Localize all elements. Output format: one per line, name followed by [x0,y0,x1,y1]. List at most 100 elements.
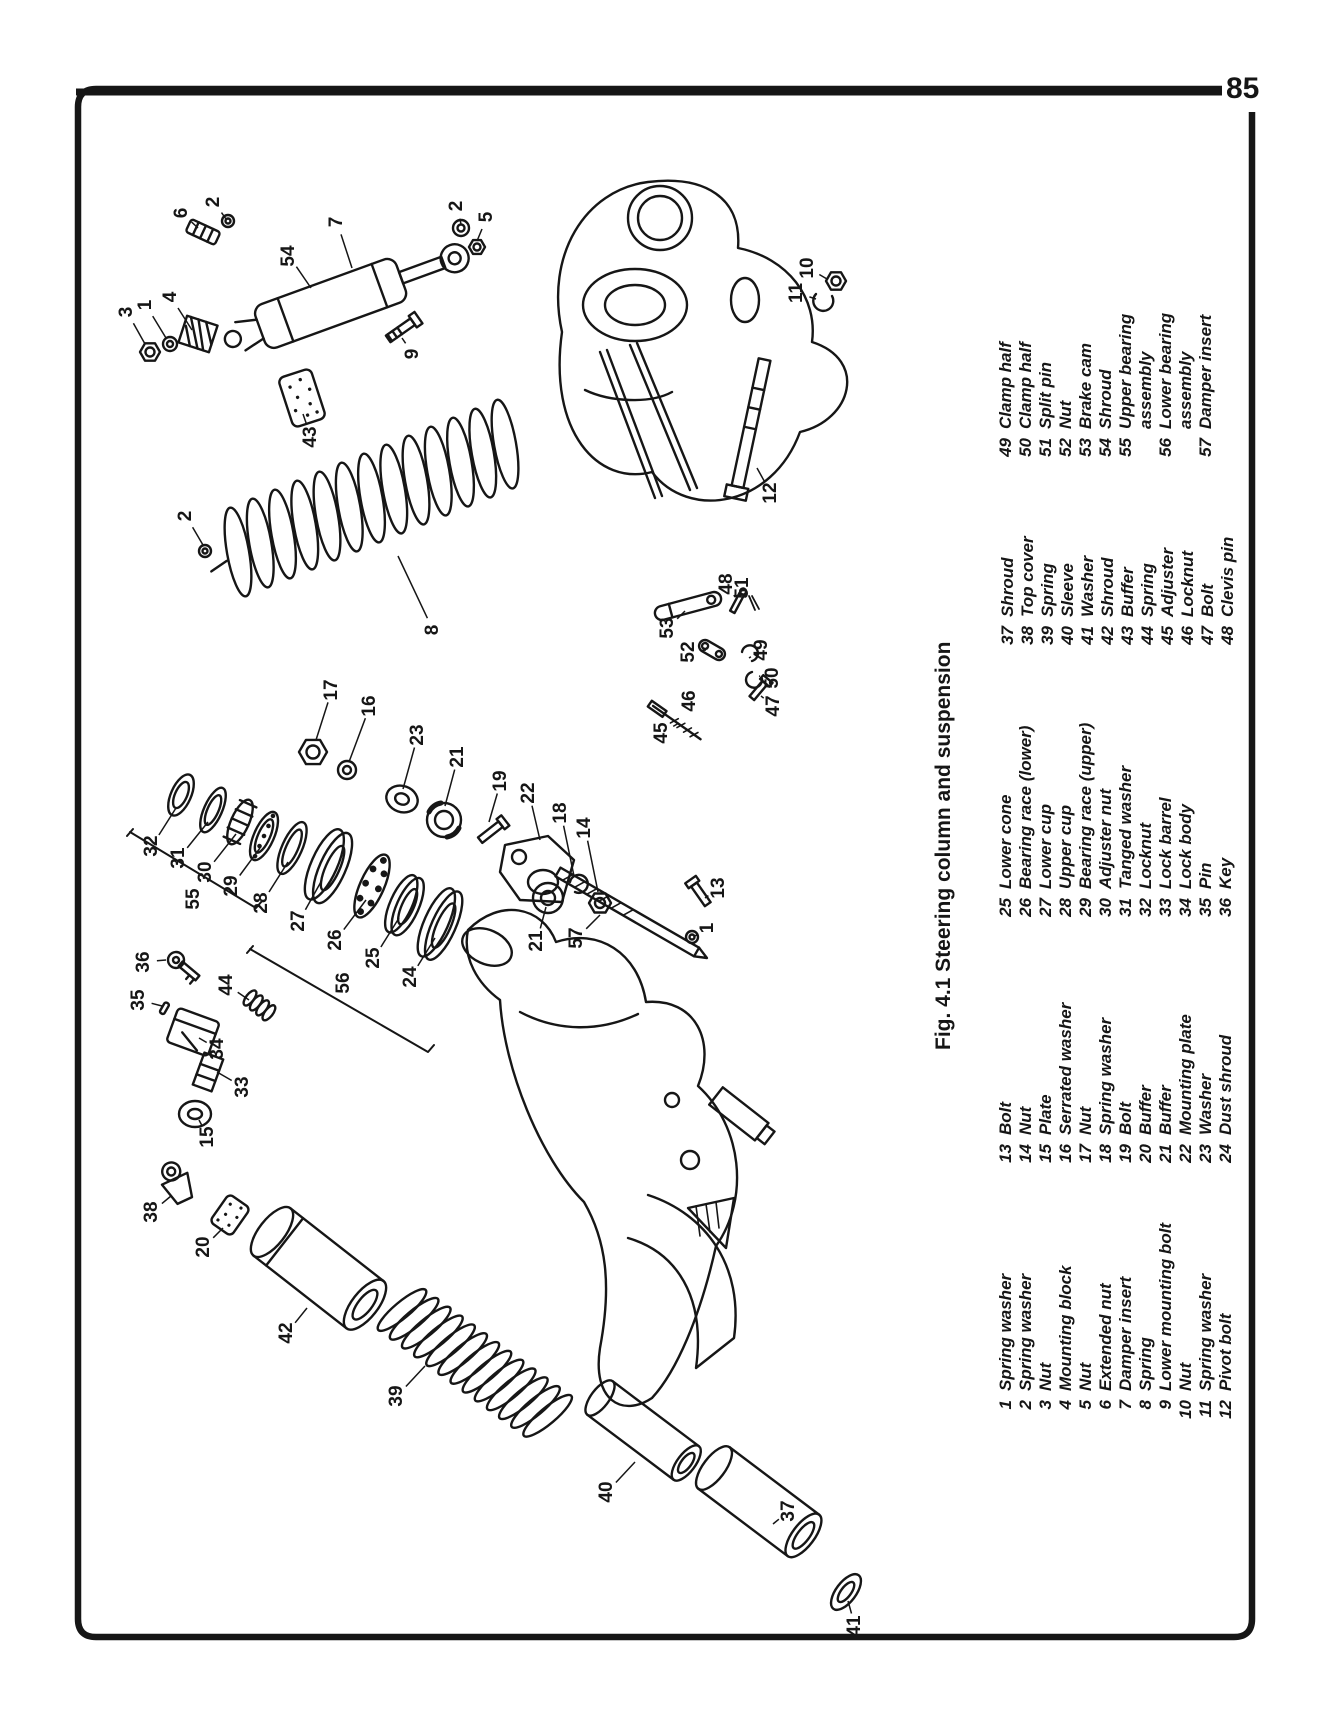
callout-label: 2 [175,511,196,522]
part-number: 12 [1216,1400,1235,1419]
callout-label: 15 [197,1126,218,1148]
part-label: Locknut [1136,822,1155,889]
callout-leader [672,722,680,728]
part-label: Shroud [1096,369,1115,430]
part-number: 50 [1016,438,1035,457]
part-label: Extended nut [1096,1283,1115,1391]
part-washer [385,784,419,814]
part-label: Lock barrel [1156,797,1175,889]
part-washer-41 [829,1572,863,1612]
part-nut [138,342,162,362]
callout-label: 18 [550,802,571,823]
part-number: 4 [1056,1400,1075,1410]
part-adjuster [646,699,702,741]
part-label: Nut [1056,400,1075,429]
callout-leader [772,1518,780,1525]
part-label: Tanged washer [1116,765,1135,889]
callout-leader [539,906,547,929]
part-number: 18 [1096,1144,1115,1163]
callout-leader [476,228,483,242]
part-label: Clamp half [996,342,1015,429]
part-shroud-42 [249,1205,388,1331]
part-number: 26 [1016,898,1035,917]
part-label: Lock body [1176,803,1195,889]
part-label: Nut [1076,1362,1095,1391]
part-label: Spring washer [1016,1273,1035,1391]
part-number: 6 [1096,1400,1115,1410]
callout-leader [586,840,599,893]
part-label: Nut [1036,1362,1055,1391]
part-shroud-37 [694,1445,823,1559]
callout-label: 55 [183,888,204,910]
part-label: Damper insert [1196,314,1215,429]
callout-leader [237,991,250,1001]
part-number: 7 [1116,1400,1135,1410]
callout-leader [380,917,400,948]
callout-label: 5 [476,211,497,222]
part-label: Spring washer [996,1273,1015,1391]
part-number: 41 [1078,626,1097,645]
part-label: Clamp half [1016,342,1035,429]
part-label: Split pin [1036,361,1055,429]
callout-label: 52 [678,641,699,662]
callout-leader [733,594,736,598]
part-number: 45 [1158,626,1177,645]
callout-label: 1 [697,922,718,933]
part-label: Pin [1196,862,1215,889]
part-spring-washer [568,873,589,894]
part-washer [451,218,471,238]
callout-label: 53 [657,617,678,638]
part-label: Damper insert [1116,1276,1135,1391]
callout-label: 33 [232,1076,253,1097]
callout-label: 36 [133,951,154,972]
part-damper-insert [554,866,709,960]
callout-label: 12 [760,482,781,503]
part-label: Spring washer [1196,1273,1215,1391]
part-sleeve-40 [584,1379,702,1482]
callout-label: 50 [762,667,783,688]
part-buffer [531,881,565,915]
callout-leader [340,234,353,269]
callout-leader [158,807,177,836]
part-number: 25 [996,898,1015,917]
part-clevis-pin [728,587,748,615]
callout-label: 28 [251,892,272,913]
part-number: 43 [1118,626,1137,645]
part-extended-nut [185,218,221,246]
part-label: Upper cup [1056,804,1075,889]
part-label: Lower mounting bolt [1156,1222,1175,1391]
callout-label: 45 [651,722,672,744]
part-number: 5 [1076,1400,1095,1410]
part-number: 28 [1056,898,1075,917]
callout-label: 14 [574,817,595,839]
part-entry: 5 Nut [1076,1210,1096,1424]
part-number: 47 [1198,626,1217,645]
part-nut [824,271,848,291]
part-entry: 6 Extended nut [1096,1210,1116,1424]
part-number: 11 [1196,1400,1215,1418]
callout-label: 11 [786,283,807,304]
part-entry: 11 Spring washer [1196,1210,1216,1424]
part-number: 8 [1136,1400,1155,1410]
callout-label: 9 [402,349,423,360]
callout-label: 1 [135,299,156,310]
page-border [74,85,1256,1641]
callout-label: 35 [128,989,149,1011]
part-label: Bolt [1116,1101,1135,1135]
